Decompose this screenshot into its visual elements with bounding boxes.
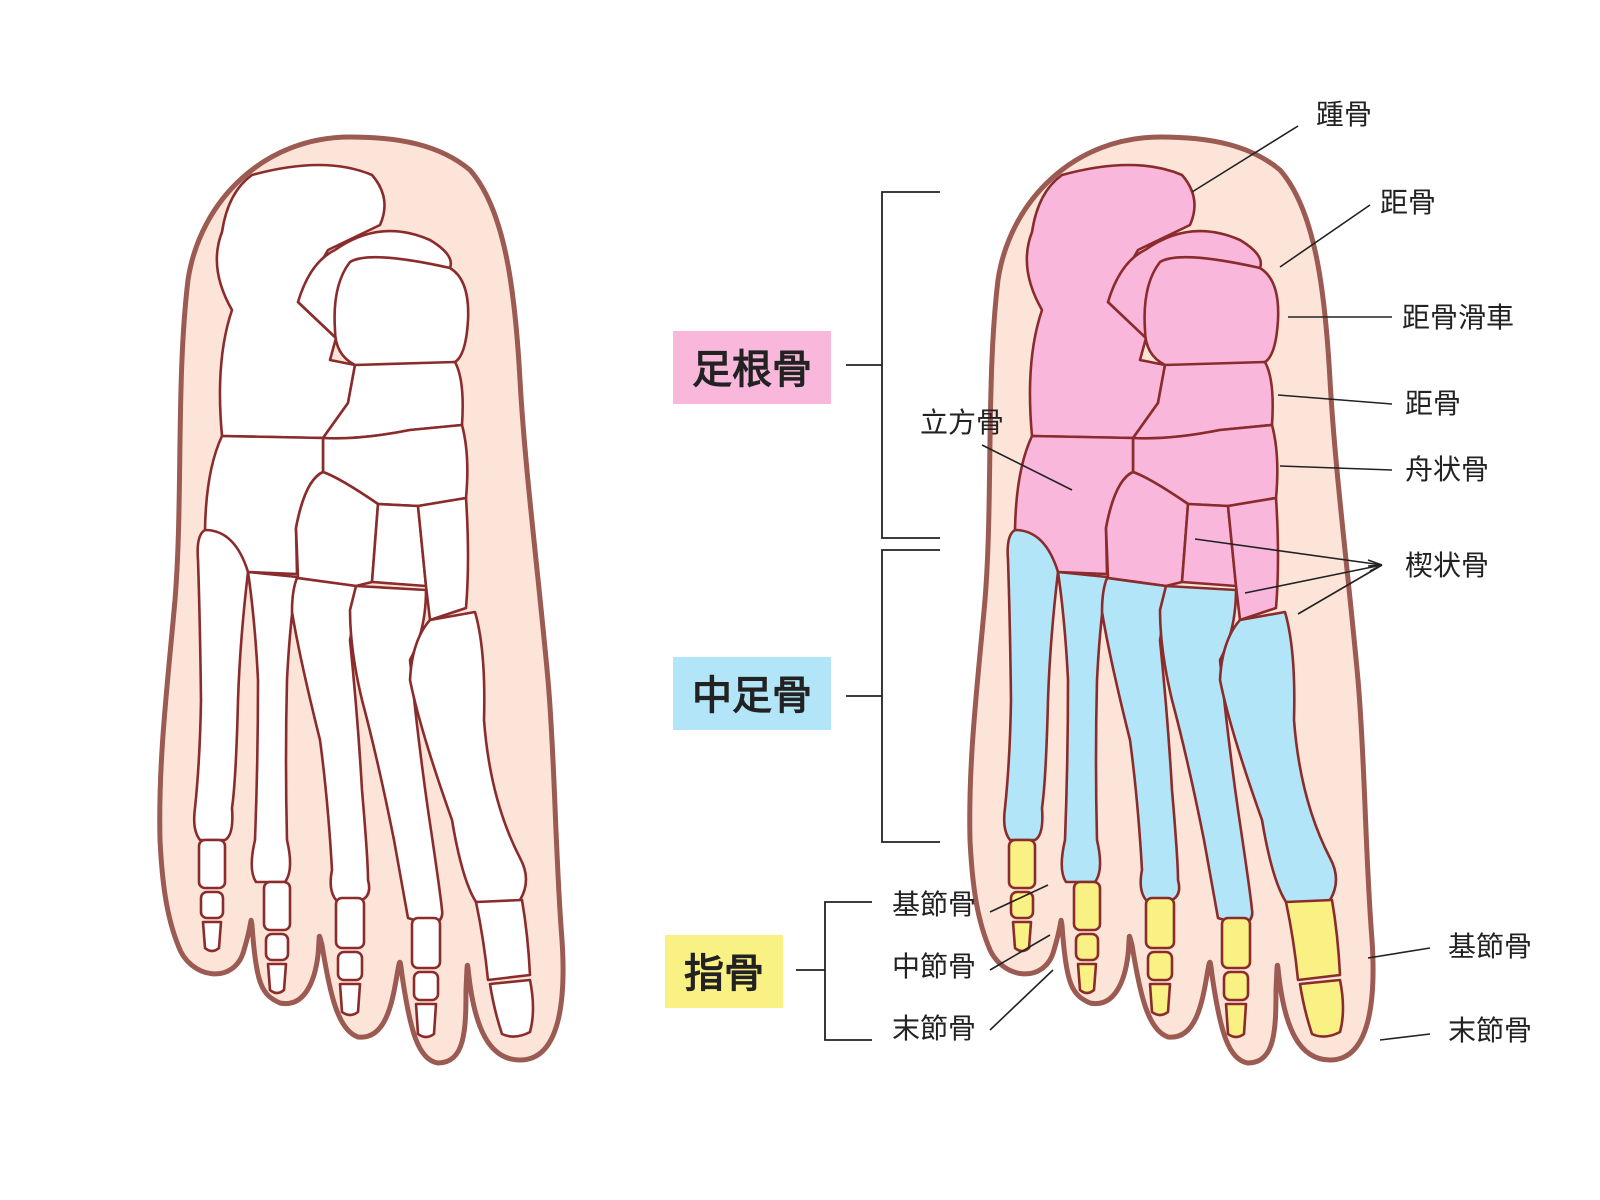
phalanx-group-label: 指骨	[665, 935, 783, 1008]
phalanx-4-middle	[1074, 932, 1100, 962]
tarsal-bracket	[846, 191, 940, 539]
phalanx-3-proximal	[334, 896, 366, 950]
label-distal-phalanx-right: 末節骨	[1448, 1014, 1532, 1047]
label-cuboid: 立方骨	[920, 406, 1004, 439]
talus-trochlea-bone	[1143, 255, 1280, 368]
phalanx-4-proximal	[262, 880, 292, 932]
phalanx-5-distal	[1011, 920, 1033, 953]
phalanx-3-middle	[1146, 950, 1174, 982]
phalanx-group-box	[665, 935, 783, 1008]
label-middle-phalanx-left: 中節骨	[892, 950, 976, 983]
phalanx-2-distal	[1224, 1002, 1248, 1039]
phalanx-3-distal	[338, 982, 362, 1017]
phalanx-3-distal	[1148, 982, 1172, 1017]
leader-middle-left	[989, 934, 1051, 971]
phalanx-3-proximal	[1144, 896, 1176, 950]
phalanx-5-proximal	[197, 838, 227, 890]
phalanx-2-middle	[1222, 970, 1250, 1002]
label-talus-mid: 距骨	[1405, 387, 1461, 420]
leader-distal-right	[1379, 1033, 1431, 1041]
leader-lines	[981, 125, 1431, 1041]
label-calcaneus: 踵骨	[1316, 98, 1372, 131]
leader-talus-mid	[1277, 394, 1393, 405]
phalanx-2-proximal	[1220, 916, 1252, 970]
tarsal-group-text: 足根骨	[692, 347, 812, 393]
calcaneus-bone	[1025, 163, 1196, 440]
leader-navicular	[1279, 465, 1393, 471]
phalanx-5-middle	[1009, 890, 1035, 920]
phalanx-2-proximal	[410, 916, 442, 970]
metatarsal-5	[1002, 528, 1060, 842]
phalanx-5-middle	[199, 890, 225, 920]
phalanx-1-proximal	[474, 898, 532, 982]
leader-cuneiform-b	[1244, 564, 1383, 594]
leader-cuneiform-arrowheads	[1367, 559, 1383, 572]
tarsal-group-label: 足根骨	[673, 331, 831, 404]
metatarsal-group-box	[673, 657, 831, 730]
metatarsal-5	[192, 528, 250, 842]
label-cuneiform: 楔状骨	[1405, 549, 1489, 582]
metatarsal-bracket	[846, 549, 940, 843]
phalanx-3-middle	[336, 950, 364, 982]
phalanx-5-distal	[201, 920, 223, 953]
phalanx-5-proximal	[1007, 838, 1037, 890]
phalanx-bracket	[796, 901, 872, 1041]
phalanx-4-proximal	[1072, 880, 1102, 932]
phalanx-4-distal	[1076, 962, 1098, 995]
leader-cuneiform-a	[1194, 538, 1383, 566]
phalanx-1-distal	[488, 978, 535, 1038]
label-proximal-phalanx-left: 基節骨	[892, 888, 976, 921]
phalanx-group-text: 指骨	[684, 951, 764, 997]
foot-plain	[160, 137, 563, 1063]
phalanx-2-middle	[412, 970, 440, 1002]
leader-cuboid	[981, 444, 1073, 491]
phalanx-4-middle	[264, 932, 290, 962]
tarsal-group-box	[673, 331, 831, 404]
label-talus-top: 距骨	[1380, 186, 1436, 219]
phalanx-1-distal	[1298, 978, 1345, 1038]
leader-proximal-left	[989, 884, 1049, 913]
metatarsal-group-text: 中足骨	[692, 673, 812, 719]
label-proximal-phalanx-right: 基節骨	[1448, 930, 1532, 963]
label-talus-trochlea: 距骨滑車	[1402, 301, 1514, 334]
leader-calcaneus	[1191, 125, 1299, 193]
metatarsal-group-label: 中足骨	[673, 657, 831, 730]
leader-distal-left	[989, 969, 1054, 1031]
label-distal-phalanx-left: 末節骨	[892, 1012, 976, 1045]
medial-cuneiform-bone	[416, 496, 470, 622]
talus-trochlea-bone	[333, 255, 470, 368]
bone-labels: 踵骨 距骨 距骨滑車 距骨 舟状骨 立方骨 楔状骨 基節骨 中節骨 末節骨 基節…	[892, 98, 1532, 1047]
leader-proximal-right	[1367, 947, 1431, 959]
leader-cuneiform-c	[1297, 564, 1383, 615]
phalanx-2-distal	[414, 1002, 438, 1039]
phalanx-1-proximal	[1284, 898, 1342, 982]
leader-talus-top	[1279, 204, 1371, 268]
foot-colored	[970, 137, 1373, 1063]
label-navicular: 舟状骨	[1405, 453, 1489, 486]
calcaneus-bone	[215, 163, 386, 440]
phalanx-4-distal	[266, 962, 288, 995]
group-brackets	[796, 191, 940, 1041]
